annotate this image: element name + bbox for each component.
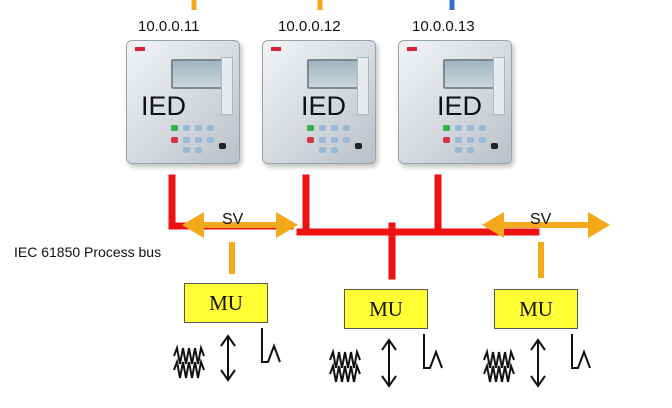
- merging-unit-3: MU: [494, 289, 578, 329]
- brand-logo: [135, 47, 145, 51]
- ied-device-2: IED: [262, 40, 376, 164]
- sv-arrow-right: [482, 212, 610, 278]
- ied-device-3: IED: [398, 40, 512, 164]
- brand-logo: [407, 47, 417, 51]
- led-panel: [221, 57, 233, 115]
- keypad: [307, 125, 365, 155]
- ied-ip-2: 10.0.0.12: [278, 18, 341, 35]
- lcd-display: [307, 59, 359, 89]
- lcd-display: [171, 59, 223, 89]
- ied-ip-3: 10.0.0.13: [412, 18, 475, 35]
- mu-icons-3: [483, 334, 591, 388]
- resistor-icon: [483, 348, 515, 369]
- waveform-icon: [261, 328, 281, 363]
- resistor-icon: [329, 348, 361, 369]
- brand-logo: [271, 47, 281, 51]
- resistor-icon: [173, 344, 205, 365]
- merging-unit-1: MU: [184, 283, 268, 323]
- sv-label-right: SV: [530, 211, 552, 228]
- ied-label: IED: [301, 91, 347, 121]
- waveform-icon: [423, 334, 443, 369]
- keypad: [443, 125, 501, 155]
- keypad: [171, 125, 229, 155]
- mu-icons-1: [173, 328, 281, 382]
- ied-ip-1: 10.0.0.11: [138, 18, 200, 35]
- waveform-icon: [571, 334, 591, 369]
- merging-unit-2: MU: [344, 289, 428, 329]
- ied-label: IED: [437, 91, 483, 121]
- lcd-display: [443, 59, 495, 89]
- ied-label: IED: [141, 91, 187, 121]
- led-panel: [493, 57, 505, 115]
- sv-label-left: SV: [222, 211, 244, 228]
- process-bus-label: IEC 61850 Process bus: [14, 244, 162, 260]
- led-panel: [357, 57, 369, 115]
- ied-device-1: IED: [126, 40, 240, 164]
- sv-arrow-left: [182, 212, 298, 274]
- mu-icons-2: [329, 334, 443, 388]
